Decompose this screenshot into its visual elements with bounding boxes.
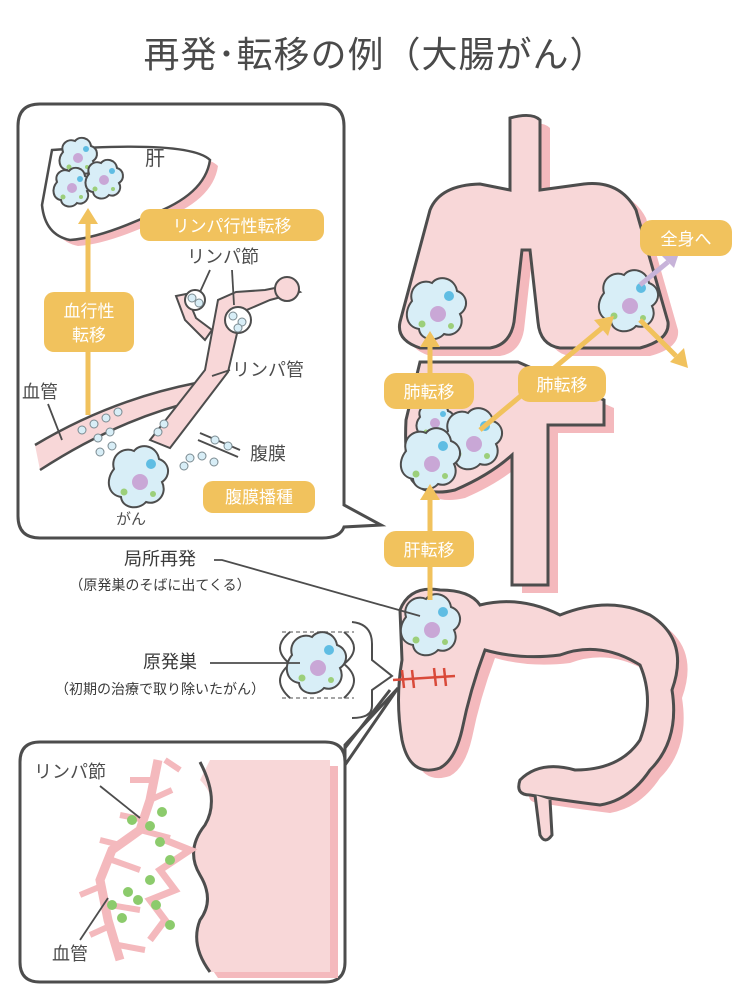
colon-wall-detail bbox=[192, 760, 338, 978]
lung-metastasis-left-label: 肺転移 bbox=[404, 383, 455, 403]
lung-downward-arrow bbox=[638, 318, 688, 368]
primary-lesion-illustration bbox=[279, 631, 355, 699]
whole-body-label: 全身へ bbox=[661, 230, 712, 250]
lung-metastasis-badge-left: 肺転移 bbox=[384, 373, 474, 409]
lymphatic-metastasis-label: リンパ行性転移 bbox=[173, 217, 292, 237]
lymph-node-bottom-label: リンパ節 bbox=[34, 762, 106, 783]
liver-label: 肝 bbox=[145, 146, 165, 170]
local-recurrence-leader bbox=[214, 559, 421, 617]
lungs bbox=[397, 113, 679, 356]
page-title: 再発･転移の例（大腸がん） bbox=[143, 35, 607, 76]
whole-body-badge: 全身へ bbox=[640, 220, 732, 256]
primary-lesion-note: （初期の治療で取り除いたがん） bbox=[55, 681, 265, 698]
hematogenous-label-line2: 転移 bbox=[72, 326, 106, 346]
liver-metastasis-label: 肝転移 bbox=[404, 541, 455, 561]
local-recurrence-note: （原発巣のそばに出てくる） bbox=[69, 578, 250, 594]
primary-lesion-bracket bbox=[351, 621, 394, 719]
lung-metastasis-badge-right: 肺転移 bbox=[518, 366, 606, 402]
lymph-vessel-label: リンパ管 bbox=[232, 360, 304, 381]
cancer-label: がん bbox=[116, 510, 146, 528]
peritoneal-dissemination-label: 腹膜播種 bbox=[225, 488, 293, 508]
body-liver bbox=[399, 360, 614, 593]
peritoneum-strip bbox=[179, 432, 241, 471]
blood-vessel-bottom-label: 血管 bbox=[52, 944, 88, 965]
local-recurrence-label: 局所再発 bbox=[124, 549, 196, 570]
lymph-node-top-label: リンパ節 bbox=[187, 247, 259, 268]
suture-marks bbox=[392, 667, 456, 689]
hematogenous-metastasis-badge: 血行性 転移 bbox=[44, 292, 134, 352]
hematogenous-label-line1: 血行性 bbox=[64, 302, 115, 322]
lung-metastasis-right-label: 肺転移 bbox=[537, 376, 588, 396]
lymph-vessel-tree bbox=[148, 276, 303, 450]
peritoneum-label: 腹膜 bbox=[250, 444, 286, 465]
lymphatic-metastasis-badge: リンパ行性転移 bbox=[140, 209, 324, 241]
peritoneal-dissemination-badge: 腹膜播種 bbox=[203, 481, 315, 513]
colon bbox=[392, 587, 688, 842]
primary-lesion-label: 原発巣 bbox=[143, 652, 197, 673]
vessels-bottom bbox=[78, 757, 198, 962]
blood-vessel-top-label: 血管 bbox=[22, 382, 58, 403]
liver-metastasis-badge: 肝転移 bbox=[384, 531, 474, 567]
